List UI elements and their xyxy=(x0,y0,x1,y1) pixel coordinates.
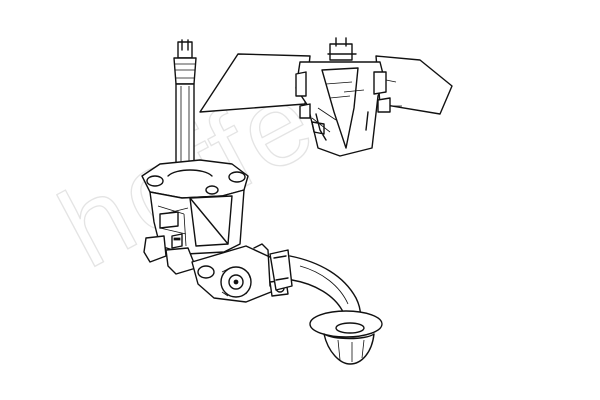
flange-ear-left xyxy=(146,175,164,187)
tube-shading xyxy=(299,265,349,305)
top-clip-slots xyxy=(327,37,357,55)
shaft-collar xyxy=(173,57,197,85)
left-clip-lower xyxy=(299,103,311,119)
bell-dome xyxy=(323,333,375,365)
housing-fold-lines xyxy=(311,81,365,133)
valve-plug-bore xyxy=(233,279,239,285)
drive-shaft xyxy=(173,39,197,185)
housing-side-port xyxy=(159,211,179,229)
tube-flange-bolts xyxy=(273,255,289,281)
bell-dome-lines xyxy=(337,339,365,362)
strainer-edge-detail xyxy=(311,111,369,141)
valve-side-fitting xyxy=(197,265,215,279)
pickup-tube xyxy=(269,249,362,331)
valve-fin xyxy=(253,243,271,287)
shaft-collar-bands xyxy=(175,63,195,79)
flange-ear-right xyxy=(228,171,246,183)
bell-collar xyxy=(335,322,365,334)
pump-body xyxy=(141,159,249,275)
right-clip-upper xyxy=(373,71,387,95)
flange-ring xyxy=(167,169,213,177)
strainer-assembly xyxy=(199,37,453,157)
housing-pocket-diagonal xyxy=(189,197,229,245)
bracket-detail xyxy=(173,237,181,241)
right-clip-lower xyxy=(377,97,391,113)
top-clip xyxy=(329,43,353,61)
shaft-tip-slot xyxy=(181,39,189,51)
flange-bolt-hole xyxy=(205,185,219,195)
left-wing-plate xyxy=(199,53,311,113)
pickup-bell xyxy=(309,310,383,365)
housing-web-lines xyxy=(157,205,189,247)
right-wing-plate xyxy=(375,55,453,115)
valve-hex-lines xyxy=(221,267,251,297)
shaft-tip xyxy=(177,41,193,59)
housing-lower-boss xyxy=(165,247,197,275)
strainer-rib-lines xyxy=(385,79,402,107)
left-clip-upper xyxy=(295,71,307,97)
small-bracket xyxy=(171,233,183,249)
housing-bottom-lip xyxy=(143,235,167,263)
